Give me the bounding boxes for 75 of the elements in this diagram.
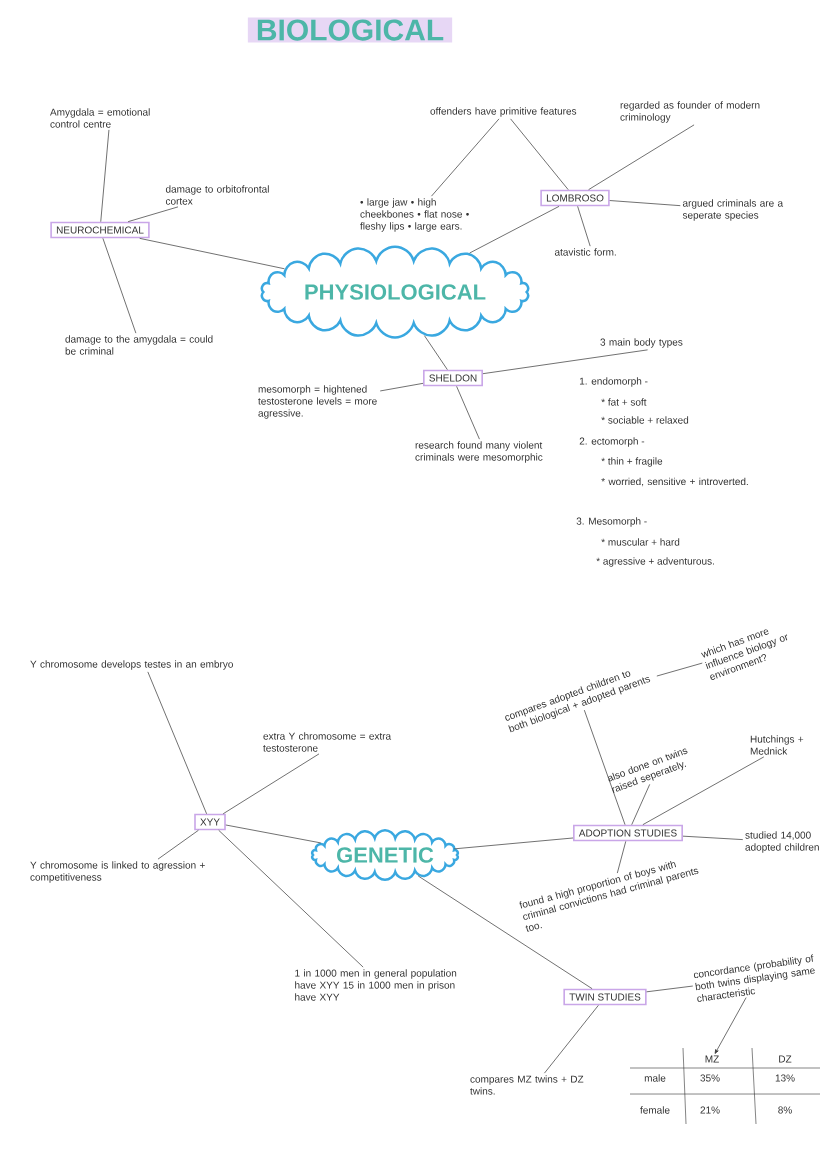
topic-box: SHELDON — [423, 369, 483, 387]
note-text: concordance (probability of both twins displaying same characteristic — [693, 954, 815, 1002]
connector-line — [544, 1005, 599, 1074]
list-item: * fat + soft — [601, 398, 647, 406]
list-item: * worried, sensitive + introverted. — [601, 477, 748, 487]
connector-line — [482, 349, 648, 375]
note-text: offenders have primitive features — [430, 107, 577, 117]
topic-box: TWIN STUDIES — [563, 988, 647, 1006]
connector-line — [682, 835, 744, 840]
connector-line — [642, 756, 765, 825]
note-text: Amygdala = emotional control centre — [50, 108, 150, 128]
arrow — [714, 997, 747, 1054]
note-text: regarded as founder of modern criminology — [620, 101, 760, 123]
connector-line — [157, 829, 199, 860]
connector-line — [431, 118, 500, 197]
connector-line — [417, 875, 593, 989]
table-cell: 8% — [778, 1106, 792, 1114]
note-text: atavistic form. — [554, 248, 616, 256]
connector-line — [139, 238, 285, 270]
list-item: * muscular + hard — [601, 538, 680, 546]
connector-line — [424, 335, 448, 371]
note-text: Hutchings + Mednick — [750, 735, 804, 755]
table-cell: male — [644, 1074, 666, 1082]
note-text: 3 main body types — [600, 338, 683, 348]
note-text: damage to orbitofrontal cortex — [165, 185, 269, 205]
connector-line — [609, 200, 681, 206]
list-item: * agressive + adventurous. — [596, 557, 714, 567]
connector-line — [631, 784, 651, 825]
connector-line — [102, 238, 137, 334]
table-cell: 21% — [700, 1106, 720, 1114]
note-text: extra Y chromosome = extra testosterone — [263, 732, 392, 752]
list-item: 1. endomorph - — [579, 377, 648, 387]
cloud-heading: PHYSIOLOGICAL — [260, 245, 530, 339]
note-text: research found many violent criminals were mesomorphic — [415, 441, 543, 463]
title: BIOLOGICAL — [247, 17, 453, 43]
connector-line — [127, 206, 179, 222]
note-text: • large jaw • high cheekbones • flat nose • fleshy lips • large ears. — [360, 198, 469, 232]
connector-line — [379, 383, 424, 392]
topic-box: XYY — [194, 813, 226, 831]
connector-line — [577, 206, 591, 247]
note-text: argued criminals are a seperate species — [682, 199, 784, 221]
note-text: Y chromosome develops testes in an embryo — [30, 660, 233, 670]
topic-box: NEUROCHEMICAL — [50, 221, 150, 239]
note-text: damage to the amygdala = could be criminal — [65, 335, 213, 355]
list-item: * sociable + relaxed — [601, 416, 689, 424]
connector-line — [454, 837, 574, 850]
connector-line — [147, 671, 207, 815]
connector-line — [100, 129, 110, 222]
table-cell: 35% — [700, 1074, 720, 1082]
topic-box: LOMBROSO — [540, 189, 610, 207]
connector-line — [469, 206, 560, 254]
connector-line — [510, 118, 569, 190]
table-cell: MZ — [705, 1055, 719, 1063]
list-item: 2. ectomorph - — [579, 437, 645, 447]
connector-line — [616, 841, 627, 874]
connector-line — [456, 386, 480, 440]
note-text: studied 14,000 adopted children — [745, 831, 819, 853]
connector-line — [218, 829, 364, 968]
table-cell: DZ — [779, 1055, 792, 1063]
note-text: Y chromosome is linked to agression + competitiveness — [30, 861, 205, 883]
connector-line — [583, 709, 626, 825]
connector-line — [588, 124, 695, 190]
connector-line — [222, 753, 320, 815]
note-text: compares MZ twins + DZ twins. — [470, 1075, 584, 1095]
connector-line — [225, 824, 322, 844]
table-cell: 13% — [775, 1074, 795, 1082]
note-text: 1 in 1000 men in general population have XYY 15 in 1000 men in prison have XYY — [295, 969, 457, 1001]
note-text: mesomorph = hightened testosterone levels = more agressive. — [258, 385, 377, 419]
cloud-heading: GENETIC — [311, 828, 459, 882]
connector-line — [656, 662, 703, 677]
list-item: * thin + fragile — [601, 457, 663, 467]
table-cell: female — [640, 1106, 670, 1114]
list-item: 3. Mesomorph - — [576, 517, 647, 527]
topic-box: ADOPTION STUDIES — [573, 824, 683, 842]
connector-line — [646, 985, 694, 993]
